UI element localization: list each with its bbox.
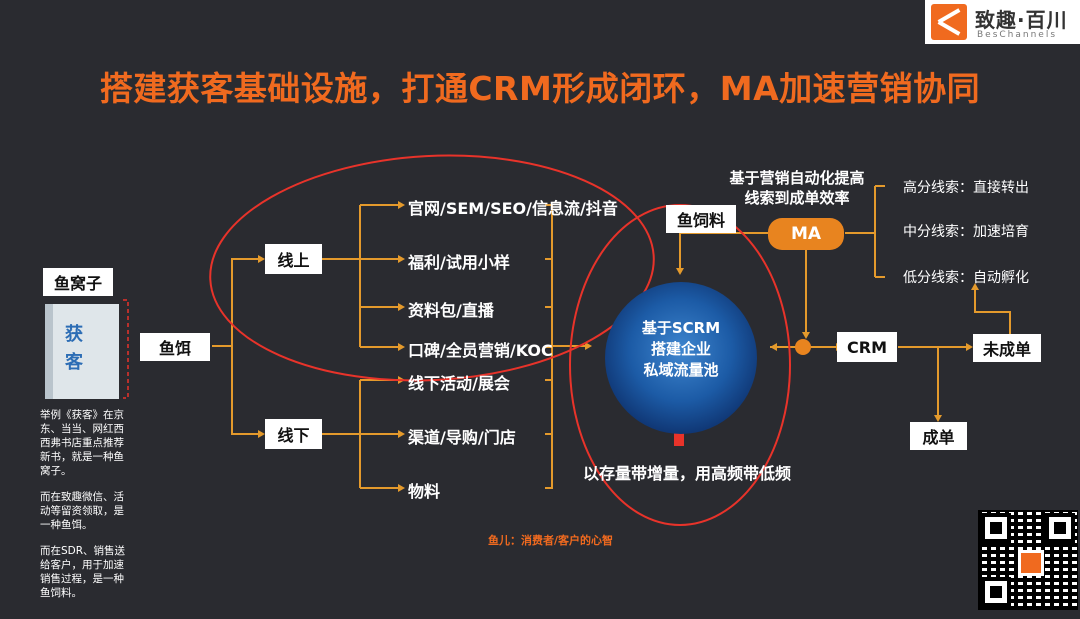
footnote: 鱼儿：消费者/客户的心智: [488, 534, 614, 547]
pool-caption: 以存量带增量，用高频带低频: [583, 464, 792, 483]
offline-item: 线下活动/展会: [408, 374, 510, 393]
pool-line: 私域流量池: [643, 361, 719, 379]
connector-feedback: [974, 288, 1011, 336]
lead-item: 低分线索：自动孵化: [903, 270, 1029, 286]
private-traffic-pool: [605, 282, 757, 434]
connector-yuer-offline: [231, 346, 262, 435]
lead-item: 高分线索：直接转出: [903, 180, 1029, 196]
yuer-box: 鱼饵: [140, 333, 210, 361]
book-bracket: [123, 299, 129, 399]
crm-junction-dot: [795, 339, 811, 355]
note-paragraph: 而在致趣微信、活动等留资领取，是一种鱼饵。: [40, 491, 124, 531]
connector-yuer-online: [212, 258, 262, 347]
online-box: 线上: [265, 244, 322, 274]
ma-caption: 基于营销自动化提高 线索到成单效率: [712, 168, 882, 208]
connector-leads: [845, 185, 885, 278]
note-paragraph: 而在SDR、销售送给客户，用于加速销售过程，是一种鱼饲料。: [40, 545, 126, 599]
connector-offline-branches: [360, 379, 398, 489]
page-title: 搭建获客基础设施，打通CRM形成闭环，MA加速营销协同: [99, 69, 981, 108]
book-title-1: 获: [65, 324, 83, 345]
connector-siliao-pool: [679, 232, 768, 268]
online-item: 官网/SEM/SEO/信息流/抖音: [408, 199, 618, 218]
online-item: 口碑/全员营销/KOC: [408, 341, 553, 360]
chengdan-box: 成单: [910, 422, 967, 450]
connector-online-branches: [360, 204, 398, 348]
offline-box: 线下: [265, 419, 322, 449]
ma-node: MA: [768, 218, 844, 250]
qr-logo-icon: [1018, 550, 1044, 576]
brand-logo: 致趣·百川 BesChannels: [925, 0, 1080, 44]
logo-text-cn: 致趣·百川: [975, 8, 1068, 32]
weichengdan-box: 未成单: [973, 334, 1041, 362]
book-title-2: 客: [65, 352, 83, 373]
pool-label: 基于SCRM 搭建企业 私域流量池: [605, 318, 757, 381]
book-cover-image: 获 客: [45, 304, 119, 399]
yuwozi-box: 鱼窝子: [43, 268, 113, 296]
ma-caption-line: 线索到成单效率: [744, 189, 850, 207]
online-highlight-ellipse: [209, 154, 655, 382]
offline-item: 渠道/导购/门店: [408, 428, 516, 447]
example-note: 举例《获客》在京东、当当、网红西西弗书店重点推荐新书，就是一种鱼窝子。 而在致趣…: [40, 408, 132, 612]
offline-item: 物料: [408, 482, 441, 501]
online-item: 福利/试用小样: [408, 253, 510, 272]
online-item: 资料包/直播: [408, 301, 494, 320]
crm-box: CRM: [837, 332, 897, 362]
connector-online-trunk: [322, 205, 361, 347]
qr-code-image: [978, 510, 1078, 610]
pool-line: 基于SCRM: [641, 319, 721, 337]
note-paragraph: 举例《获客》在京东、当当、网红西西弗书店重点推荐新书，就是一种鱼窝子。: [40, 409, 124, 477]
ma-caption-line: 基于营销自动化提高: [729, 169, 865, 187]
pool-line: 搭建企业: [650, 340, 711, 358]
logo-text-en: BesChannels: [977, 30, 1058, 40]
logo-mark-icon: [931, 4, 967, 40]
connector-offline-trunk: [322, 380, 361, 488]
lead-item: 中分线索：加速培育: [903, 224, 1029, 240]
yusiliao-box: 鱼饲料: [666, 205, 736, 233]
